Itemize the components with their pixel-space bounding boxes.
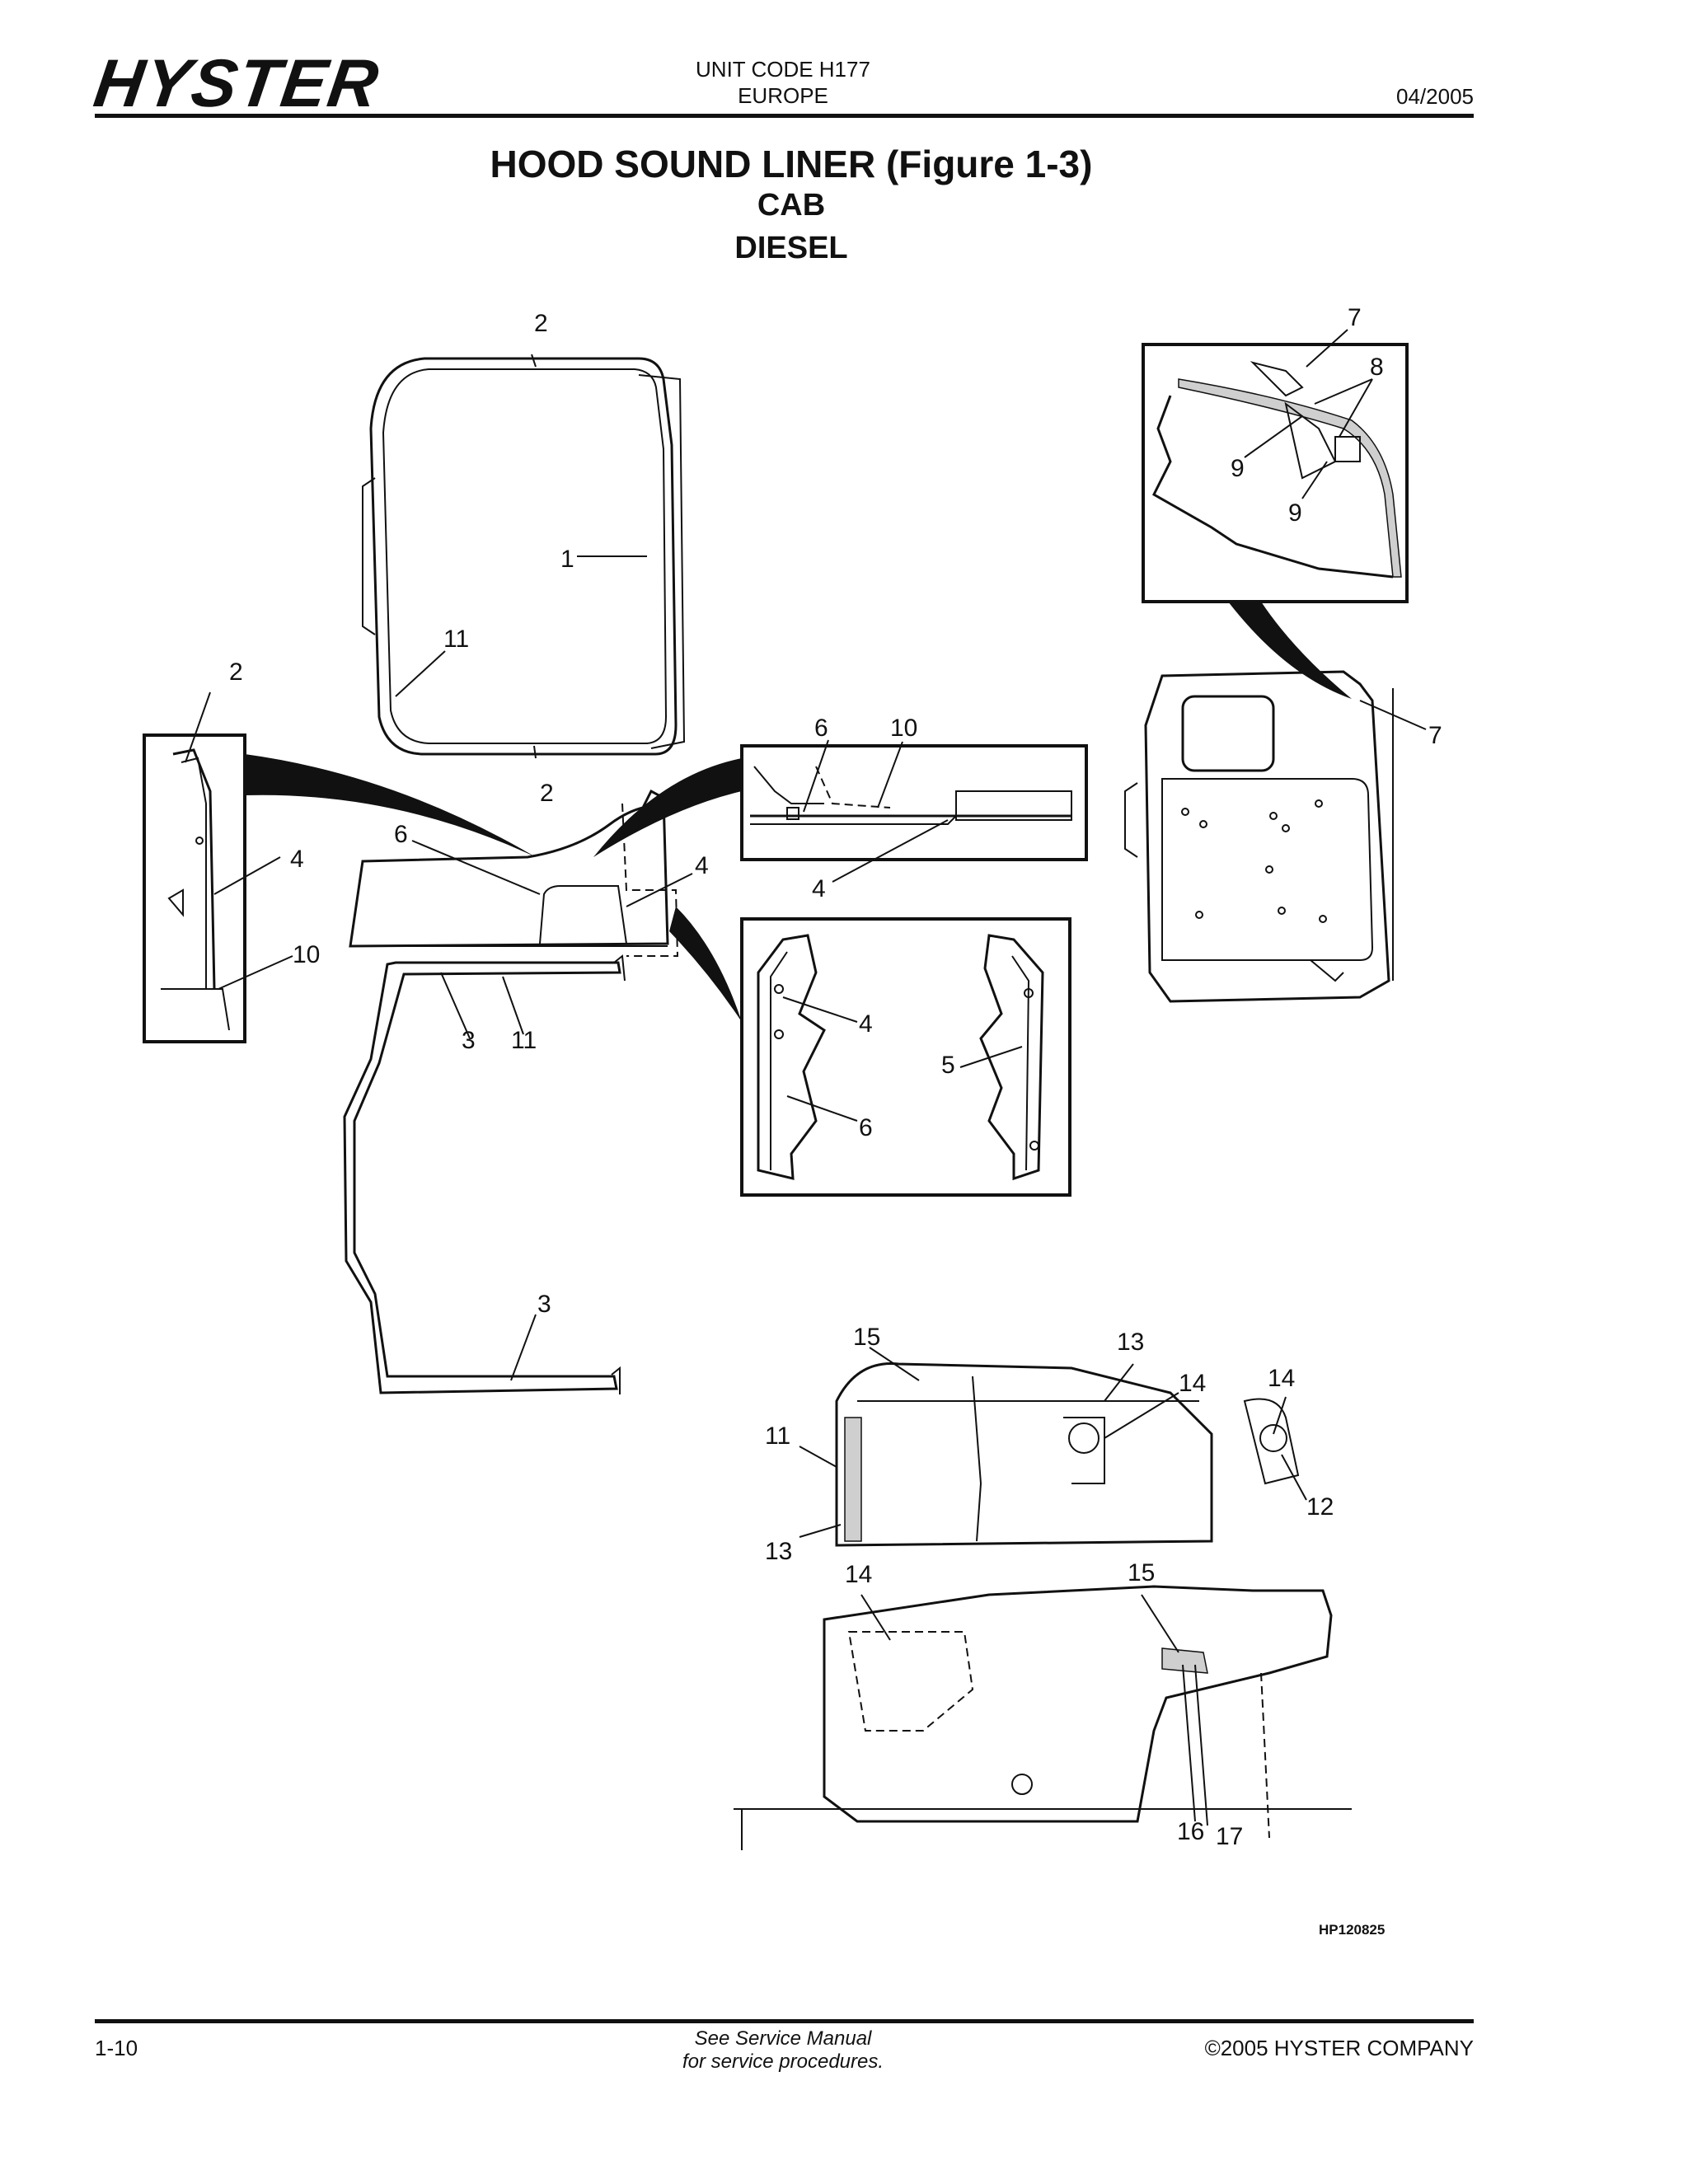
- callout-4-box2: 4: [859, 1010, 873, 1038]
- page-number: 1-10: [95, 2036, 138, 2060]
- engine-hood-section: [835, 1362, 1300, 1547]
- unit-code: UNIT CODE H177: [696, 57, 870, 82]
- header-date: 04/2005: [1396, 84, 1474, 109]
- region: EUROPE: [738, 83, 828, 108]
- callout-3-upper: 3: [462, 1027, 476, 1054]
- hood-right: [1124, 670, 1394, 1003]
- callout-1: 1: [560, 546, 574, 573]
- callout-2-top: 2: [534, 310, 548, 337]
- callout-10-left: 10: [293, 941, 320, 968]
- detail-box-7-8-9: [1142, 343, 1409, 603]
- service-note-line2: for service procedures.: [682, 2050, 884, 2073]
- footer-rule: [95, 2019, 1474, 2023]
- service-note-line1: See Service Manual: [694, 2027, 872, 2050]
- callout-8: 8: [1370, 354, 1384, 381]
- liner-panel-1: [362, 357, 686, 756]
- callout-4-box: 4: [812, 875, 826, 902]
- callout-7-top: 7: [1348, 304, 1362, 331]
- callout-2-bottom: 2: [540, 780, 554, 807]
- subtitle-diesel: DIESEL: [734, 231, 848, 265]
- callout-4-left: 4: [290, 846, 304, 873]
- callout-13-hood: 13: [765, 1538, 792, 1565]
- header-rule: [95, 114, 1474, 118]
- callout-15-bottom: 15: [1128, 1559, 1155, 1586]
- callout-7-right: 7: [1428, 722, 1442, 749]
- callout-15-top: 15: [853, 1324, 880, 1351]
- callout-11-hood: 11: [765, 1422, 790, 1450]
- callout-6-mid: 6: [394, 821, 408, 848]
- callout-17: 17: [1216, 1823, 1243, 1850]
- callout-3-lower: 3: [537, 1291, 551, 1318]
- detail-box-6-10-4: [740, 744, 1088, 861]
- service-note: See Service Manual for service procedure…: [626, 2027, 940, 2074]
- callout-14-right: 14: [1268, 1365, 1295, 1392]
- leader-lines: [185, 329, 1427, 1826]
- page-title: HOOD SOUND LINER (Figure 1-3): [490, 143, 1093, 185]
- callout-14-mid: 14: [1179, 1370, 1206, 1397]
- callout-13-top: 13: [1117, 1329, 1144, 1356]
- callout-9-left: 9: [1231, 455, 1245, 482]
- callout-5-box2: 5: [941, 1052, 955, 1079]
- callout-16: 16: [1177, 1818, 1204, 1845]
- callout-4-mid: 4: [695, 852, 709, 879]
- callout-10-box: 10: [890, 715, 917, 742]
- engine-hood-bottom: [734, 1585, 1352, 1850]
- callout-6-box: 6: [814, 715, 828, 742]
- copyright: ©2005 HYSTER COMPANY: [1204, 2036, 1474, 2060]
- callout-14-bottom: 14: [845, 1561, 872, 1588]
- callout-6-box2: 6: [859, 1114, 873, 1141]
- unit-code-block: UNIT CODE H177 EUROPE: [626, 56, 940, 109]
- callout-2-left: 2: [229, 658, 243, 686]
- callout-labels: 1 2 2 2 11 6 10 6 4 4 4 10 3 11 4 5 6 3 …: [229, 304, 1442, 1850]
- connector-wedges: [245, 602, 1352, 1022]
- detail-box-left: [143, 733, 246, 1043]
- callout-11-upper: 11: [511, 1027, 537, 1054]
- liner-section-6-4: [349, 789, 679, 957]
- callout-9-right: 9: [1288, 499, 1302, 527]
- detail-box-4-5-6: [740, 917, 1071, 1197]
- figure-reference: HP120825: [1319, 1922, 1386, 1938]
- callout-11-top: 11: [443, 626, 469, 653]
- liner-panel-3: [343, 954, 626, 1394]
- callout-12: 12: [1306, 1493, 1334, 1521]
- subtitle-cab: CAB: [757, 188, 826, 223]
